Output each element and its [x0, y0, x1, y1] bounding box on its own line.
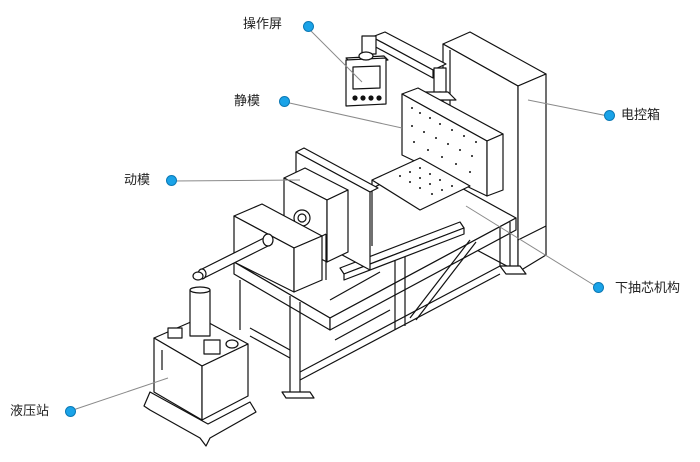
leader-static-mold — [284, 101, 403, 129]
leader-moving-mold — [171, 179, 301, 182]
moving-mold-drawing — [283, 147, 379, 271]
label-moving-mold: 动模 — [124, 173, 151, 188]
callout-dot-icon — [303, 21, 314, 32]
hydraulic-station-drawing — [143, 271, 257, 447]
label-electric-cabinet: 电控箱 — [621, 108, 661, 123]
label-operation-screen: 操作屏 — [243, 17, 283, 32]
leader-lower-core-pull — [465, 205, 598, 288]
callout-dot-icon — [593, 282, 604, 293]
callout-dot-icon — [279, 96, 290, 107]
label-hydraulic-station: 液压站 — [10, 404, 50, 419]
label-static-mold: 静模 — [234, 94, 261, 109]
leader-hydraulic-station — [69, 377, 169, 412]
callout-dot-icon — [65, 406, 76, 417]
lower-core-pull-drawing — [339, 157, 471, 281]
static-mold-drawing — [401, 87, 504, 197]
label-lower-core-pull: 下抽芯机构 — [615, 281, 681, 296]
swing-arm-drawing — [361, 31, 457, 101]
leader-electric-cabinet — [527, 99, 609, 117]
operation-screen-drawing — [345, 51, 389, 107]
leader-operation-screen — [309, 29, 363, 83]
callout-dot-icon — [166, 175, 177, 186]
leader-lines — [69, 29, 609, 412]
callout-dot-icon — [604, 110, 615, 121]
cylinder-box-drawing — [197, 203, 327, 293]
